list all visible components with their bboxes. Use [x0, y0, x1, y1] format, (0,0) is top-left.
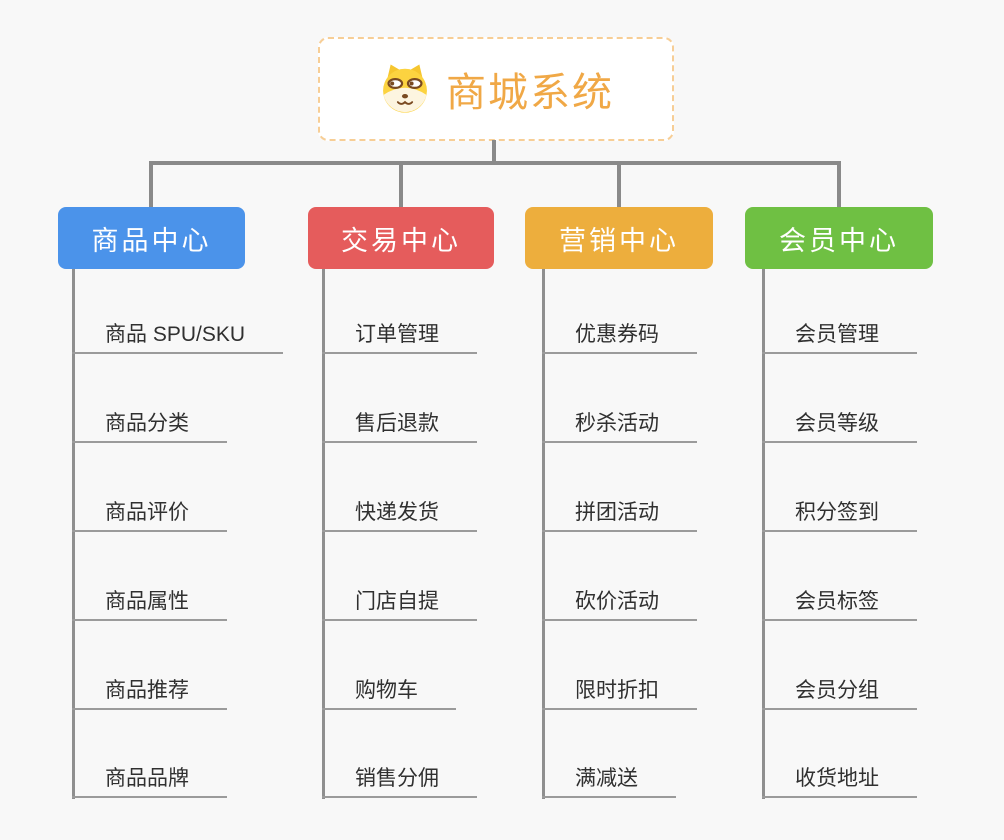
branch-label: 交易中心	[341, 225, 461, 256]
connector-drop-product	[149, 161, 153, 207]
leaf-node-flash-sale[interactable]: 秒杀活动	[542, 401, 697, 443]
leaf-node-store-pickup[interactable]: 门店自提	[322, 579, 477, 621]
leaf-node-aftersale-refund[interactable]: 售后退款	[322, 401, 477, 443]
leaf-node-group-buy[interactable]: 拼团活动	[542, 490, 697, 532]
leaf-branch-line	[542, 269, 545, 799]
connector-drop-member	[837, 161, 841, 207]
branch-node-member-center[interactable]: 会员中心	[745, 207, 933, 269]
leaf-column-trade-center: 订单管理 售后退款 快递发货 门店自提 购物车 销售分佣	[322, 0, 572, 840]
branch-label: 商品中心	[91, 225, 212, 256]
leaf-branch-line	[322, 269, 325, 799]
leaf-node-member-management[interactable]: 会员管理	[762, 312, 917, 354]
leaf-node-points-checkin[interactable]: 积分签到	[762, 490, 917, 532]
leaf-node-product-recommend[interactable]: 商品推荐	[72, 668, 227, 710]
leaf-node-sales-commission[interactable]: 销售分佣	[322, 756, 477, 798]
connector-drop-marketing	[617, 161, 621, 207]
leaf-branch-line	[762, 269, 765, 799]
connector-drop-trade	[399, 161, 403, 207]
branch-label: 会员中心	[779, 225, 899, 256]
connector-root-stem	[492, 140, 496, 164]
branch-node-marketing-center[interactable]: 营销中心	[525, 207, 713, 269]
branch-label: 营销中心	[559, 225, 679, 256]
leaf-node-product-brand[interactable]: 商品品牌	[72, 756, 227, 798]
branch-node-trade-center[interactable]: 交易中心	[308, 207, 494, 269]
branch-node-product-center[interactable]: 商品中心	[58, 207, 245, 269]
leaf-node-coupon-code[interactable]: 优惠券码	[542, 312, 697, 354]
connector-trunk-horizontal	[149, 161, 841, 165]
leaf-branch-line	[72, 269, 75, 799]
leaf-node-shopping-cart[interactable]: 购物车	[322, 668, 456, 710]
leaf-column-product-center: 商品 SPU/SKU 商品分类 商品评价 商品属性 商品推荐 商品品牌	[72, 0, 322, 840]
leaf-node-full-reduction[interactable]: 满减送	[542, 756, 676, 798]
leaf-node-member-tag[interactable]: 会员标签	[762, 579, 917, 621]
leaf-node-bargain-activity[interactable]: 砍价活动	[542, 579, 697, 621]
leaf-node-order-management[interactable]: 订单管理	[322, 312, 477, 354]
leaf-node-member-level[interactable]: 会员等级	[762, 401, 917, 443]
leaf-node-member-group[interactable]: 会员分组	[762, 668, 917, 710]
leaf-node-limited-time-discount[interactable]: 限时折扣	[542, 668, 697, 710]
leaf-column-marketing-center: 优惠券码 秒杀活动 拼团活动 砍价活动 限时折扣 满减送	[542, 0, 792, 840]
leaf-node-product-spu-sku[interactable]: 商品 SPU/SKU	[72, 312, 284, 354]
root-title: 商城系统	[446, 71, 614, 115]
leaf-node-product-attribute[interactable]: 商品属性	[72, 579, 227, 621]
root-node-mall-system[interactable]: 商城系统	[318, 37, 674, 141]
leaf-node-shipping-address[interactable]: 收货地址	[762, 756, 917, 798]
leaf-column-member-center: 会员管理 会员等级 积分签到 会员标签 会员分组 收货地址	[762, 0, 1004, 840]
shiba-dog-icon	[383, 64, 427, 113]
leaf-node-express-delivery[interactable]: 快递发货	[322, 490, 477, 532]
leaf-node-product-review[interactable]: 商品评价	[72, 490, 227, 532]
leaf-node-product-category[interactable]: 商品分类	[72, 401, 227, 443]
